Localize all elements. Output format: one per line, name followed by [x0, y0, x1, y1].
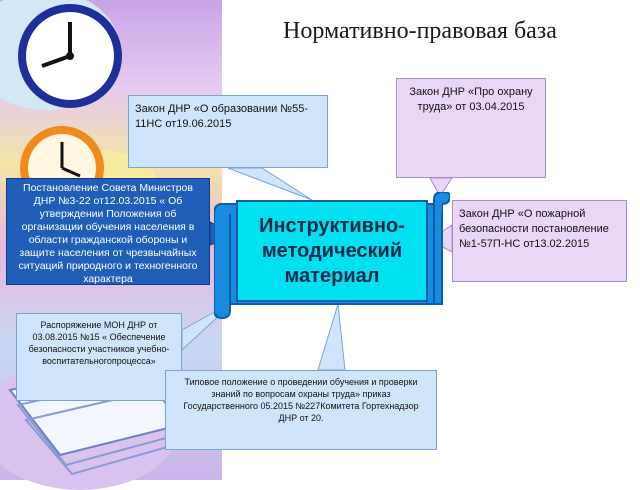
law-labor-callout: Закон ДНР «Про охрану труда» от 03.04.20… [396, 78, 546, 178]
clock-icon [18, 4, 122, 108]
typical-provision-callout: Типовое положение о проведении обучения … [165, 370, 437, 450]
center-title-box: Инструктивно-методический материал [236, 200, 428, 302]
council-decree-callout: Постановление Совета Министров ДНР №3-22… [6, 178, 210, 285]
pointer-labor [429, 177, 453, 197]
law-education-callout: Закон ДНР «О образовании №55-11НС от19.0… [128, 95, 328, 168]
mon-order-callout: Распоряжение МОН ДНР от 03.08.2015 №15 «… [16, 313, 182, 401]
law-fire-callout: Закон ДНР «О пожарной безопасности поста… [452, 200, 627, 282]
pointer-education [227, 167, 313, 201]
page-title: Нормативно-правовая база [283, 18, 557, 44]
